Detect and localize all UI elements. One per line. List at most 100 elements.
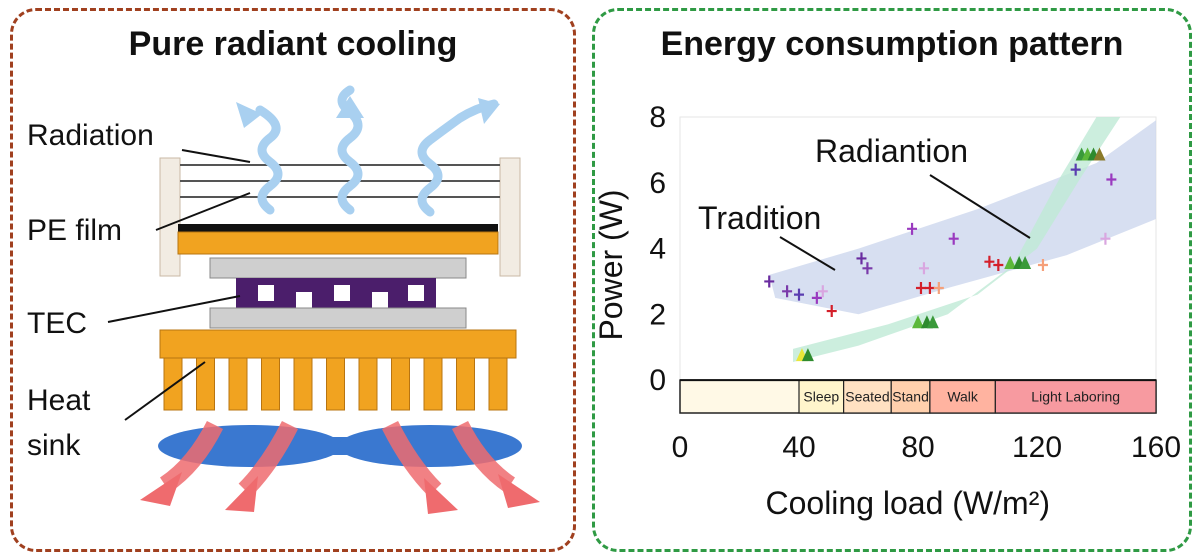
data-point-radiation: [801, 348, 814, 362]
tec-gap: [296, 292, 312, 308]
radiation-wave: [417, 99, 499, 217]
data-point-tradition: [933, 282, 944, 295]
x-tick: 40: [782, 431, 815, 464]
y-tick: 2: [649, 298, 666, 331]
data-point-tradition: [856, 252, 867, 265]
x-tick: 160: [1131, 431, 1181, 464]
activity-band: [890, 379, 931, 414]
data-point-tradition: [907, 222, 918, 235]
leader-tec: [107, 295, 241, 323]
hot-air-arrowheads: [140, 472, 540, 514]
label-tec: TEC: [27, 307, 87, 340]
activity-label: Light Laboring: [1031, 389, 1120, 405]
heat-sink-fin: [196, 357, 215, 411]
data-point-tradition: [984, 255, 995, 268]
radiation-arrows: [255, 85, 499, 217]
activity-label: Walk: [947, 389, 979, 405]
data-point-radiation: [1019, 256, 1032, 269]
leader-lines: [107, 149, 251, 421]
cold-plate: [177, 231, 499, 255]
data-point-tradition: [1100, 232, 1111, 245]
heat-sink-fin: [423, 357, 443, 411]
heat-sink-fin: [326, 357, 345, 411]
activity-label: Stand: [892, 389, 929, 405]
annotation-radiantion: Radiantion: [815, 133, 968, 169]
data-point-tradition: [764, 275, 775, 288]
annotation-tradition: Tradition: [698, 200, 821, 236]
data-point-tradition: [1037, 259, 1048, 271]
y-tick: 0: [649, 364, 666, 397]
arrowhead: [336, 96, 364, 118]
y-axis-label: Power (W): [593, 189, 629, 340]
leader-heat-sink: [124, 361, 206, 421]
label-radiation: Radiation: [27, 119, 154, 152]
label-sink: sink: [27, 429, 81, 462]
data-point-tradition: [924, 282, 935, 295]
left-panel-title: Pure radiant cooling: [128, 25, 458, 63]
right-panel: Energy consumption pattern: [592, 8, 1192, 552]
x-tick: 120: [1012, 431, 1062, 464]
y-tick: 4: [649, 233, 666, 266]
arrowhead: [225, 476, 258, 512]
label-heat: Heat: [27, 384, 91, 417]
heat-sink: [159, 329, 517, 411]
data-point-radiation: [1093, 147, 1106, 161]
radiation-band: [793, 117, 1121, 362]
arrowhead: [478, 98, 500, 124]
frame-right: [499, 157, 521, 277]
data-point-tradition: [862, 262, 873, 275]
activity-label: Seated: [845, 389, 889, 405]
left-panel: Pure radiant cooling: [10, 8, 576, 552]
tec-gap: [408, 285, 424, 301]
tec-ceramic-top: [209, 257, 467, 279]
data-point-tradition: [948, 232, 959, 245]
arrowhead: [140, 472, 182, 506]
data-point-tradition: [1106, 173, 1117, 186]
data-point-radiation: [1004, 256, 1017, 269]
right-panel-title: Energy consumption pattern: [660, 25, 1124, 63]
tec-gap: [372, 292, 388, 308]
data-point-tradition: [826, 305, 837, 318]
data-point-radiation: [912, 315, 924, 329]
data-point-tradition: [782, 285, 793, 298]
label-pe-film: PE film: [27, 214, 122, 247]
activity-label: Sleep: [803, 389, 839, 405]
radiation-arrowheads: [236, 96, 500, 128]
data-point-tradition: [794, 288, 804, 301]
data-points: [764, 147, 1117, 362]
data-point-tradition: [811, 291, 822, 304]
heat-sink-fin: [293, 357, 313, 411]
activity-band: [798, 379, 845, 414]
y-tick-labels: 0 2 4 6 8: [649, 101, 666, 397]
x-tick: 80: [901, 431, 934, 464]
tec-gap: [334, 285, 350, 301]
data-point-radiation: [926, 315, 939, 329]
x-tick-labels: 0 40 80 120 160: [672, 431, 1181, 464]
activity-band: [843, 379, 892, 414]
leader-radiantion: [929, 174, 1031, 239]
leader-radiation: [181, 149, 251, 163]
arrowhead: [424, 478, 458, 514]
heat-sink-fin: [261, 357, 280, 411]
heat-sink-fin: [358, 357, 378, 411]
tec-ceramic-bottom: [209, 307, 467, 329]
x-axis-label: Cooling load (W/m²): [765, 485, 1050, 521]
absorber-layer: [178, 224, 498, 232]
tradition-band: [769, 120, 1156, 315]
heat-sink-fin: [391, 357, 410, 411]
data-point-tradition: [915, 282, 926, 295]
heat-sink-fin: [228, 357, 248, 411]
frame-left: [159, 157, 181, 277]
y-tick: 8: [649, 101, 666, 134]
y-tick: 6: [649, 167, 666, 200]
arrowhead: [236, 102, 262, 128]
data-point-tradition: [1070, 163, 1081, 176]
tec-gap: [258, 285, 274, 301]
radiation-wave: [255, 105, 283, 215]
heat-sink-base: [159, 329, 517, 359]
x-tick: 0: [672, 431, 689, 464]
device-diagram: Radiation PE film TEC Heat sink: [27, 85, 540, 514]
